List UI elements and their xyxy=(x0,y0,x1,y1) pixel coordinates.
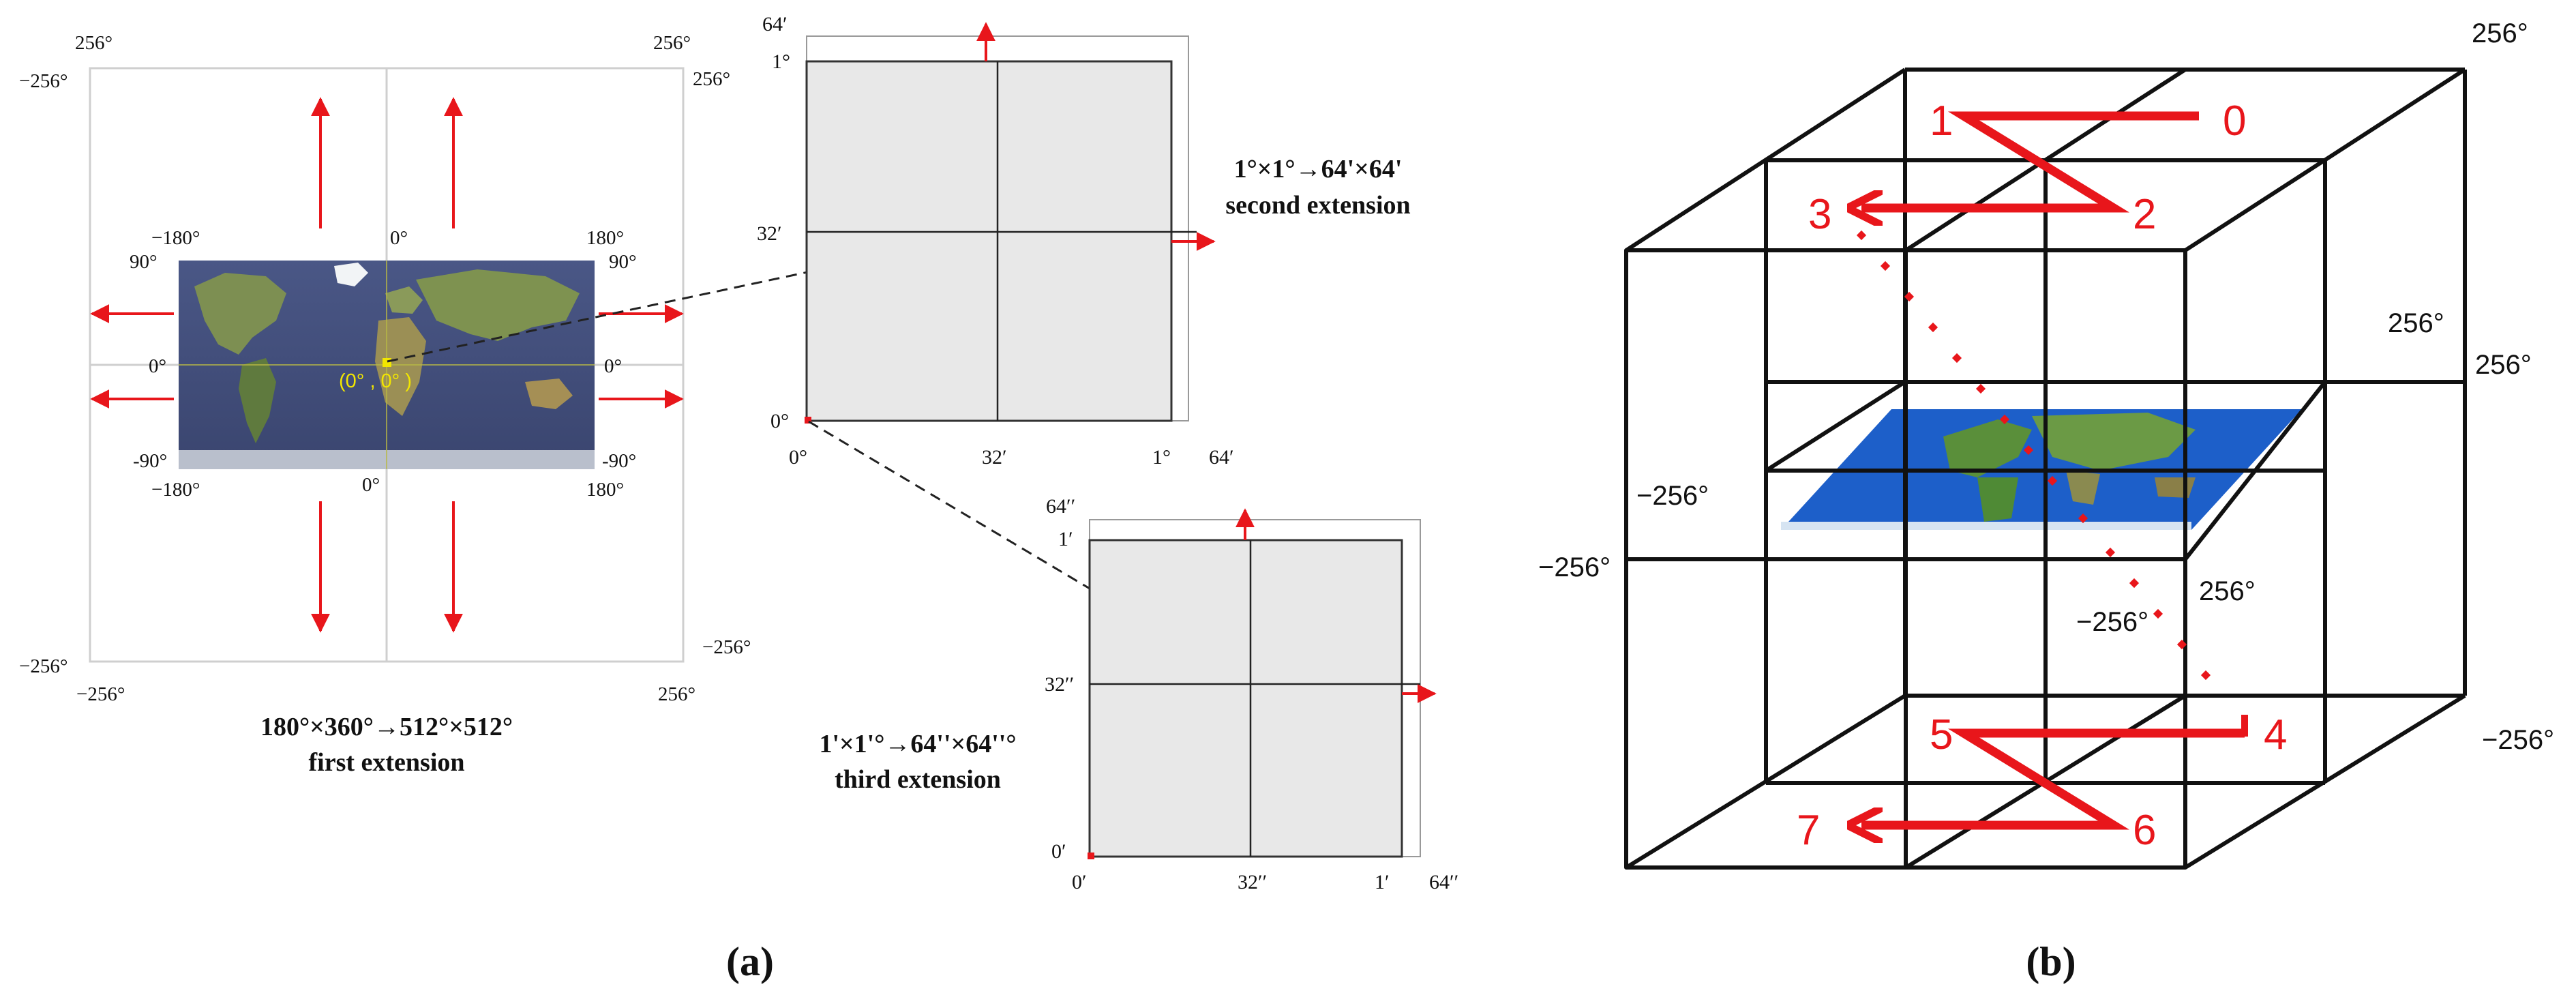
outer-labels: 256° 256° −256° 256° −256° −256° −256° 2… xyxy=(19,32,751,705)
z-path-top xyxy=(1861,111,2199,208)
third-origin-marker xyxy=(1088,853,1094,859)
third-x-32: 32′′ xyxy=(1238,871,1267,893)
map-bottom-mid: 0° xyxy=(362,474,380,496)
third-label-32: 32′′ xyxy=(1045,673,1074,696)
cube-wireframe xyxy=(1624,68,2467,870)
first-extension: (0° , 0° ) 256° 256° −256° 256° −256° −2… xyxy=(19,32,751,777)
third-label-1: 1′ xyxy=(1058,528,1073,550)
third-x-0: 0′ xyxy=(1072,871,1087,893)
second-x-64: 64′ xyxy=(1209,446,1234,469)
caption-a: (a) xyxy=(726,939,774,984)
cube-label-mid-right-b: 256° xyxy=(2475,350,2532,380)
second-origin-marker xyxy=(805,417,811,424)
cube-label-left-upper: −256° xyxy=(1636,481,1709,511)
map-right-90: 90° xyxy=(609,251,637,273)
octant-4: 4 xyxy=(2264,711,2287,758)
cube-labels: 256° 256° 256° −256° −256° 256° −256° −2… xyxy=(1538,18,2554,755)
cube-label-inner-minus-256: −256° xyxy=(2076,607,2148,637)
map-top-right: 180° xyxy=(586,227,624,249)
cube-label-top-right: 256° xyxy=(2472,18,2528,48)
map-right-0: 0° xyxy=(604,355,622,377)
octant-7: 7 xyxy=(1797,807,1820,854)
second-caption-line2: second extension xyxy=(1225,191,1410,220)
map-top-left: −180° xyxy=(151,227,200,249)
second-label-1: 1° xyxy=(772,50,790,73)
label-left-bottom: −256° xyxy=(19,655,68,677)
label-left-top: −256° xyxy=(19,70,68,92)
first-caption-line1: 180°×360°→512°×512° xyxy=(260,713,513,741)
third-x-64: 64′′ xyxy=(1429,871,1458,893)
third-minute-cell xyxy=(1088,539,1403,858)
map-left-m90: -90° xyxy=(133,450,167,472)
second-degree-cell xyxy=(805,60,1173,422)
second-x-32: 32′ xyxy=(982,446,1007,469)
map-left-0: 0° xyxy=(149,355,166,377)
label-right-top: 256° xyxy=(693,68,730,90)
second-label-0: 0° xyxy=(770,410,789,432)
map-top-mid: 0° xyxy=(390,227,408,249)
cube-label-mid-right-a: 256° xyxy=(2388,308,2444,338)
origin-label: (0° , 0° ) xyxy=(339,370,412,392)
label-top-right: 256° xyxy=(653,32,691,54)
map-left-90: 90° xyxy=(130,251,158,273)
octant-0: 0 xyxy=(2223,98,2246,145)
second-labels: 64′ 1° 32′ 0° 0° 32′ 1° 64′ xyxy=(757,13,1234,469)
octant-labels: 0 1 2 3 4 5 6 7 xyxy=(1797,98,2287,854)
octant-6: 6 xyxy=(2133,807,2156,854)
label-right-bottom: −256° xyxy=(702,636,751,658)
map-labels: −180° 0° 180° 90° 90° 0° 0° -90° -90° −1… xyxy=(130,227,637,501)
world-map-image xyxy=(179,261,595,469)
cube-label-inner-256: 256° xyxy=(2199,576,2256,606)
third-label-0: 0′ xyxy=(1051,840,1066,863)
second-extension: 64′ 1° 32′ 0° 0° 32′ 1° 64′ 1°×1°→64'×64… xyxy=(757,13,1411,469)
octant-3: 3 xyxy=(1808,191,1831,238)
first-caption-line2: first extension xyxy=(308,748,464,777)
label-top-left: 256° xyxy=(75,32,113,54)
second-caption-line1: 1°×1°→64'×64' xyxy=(1234,155,1403,183)
cube-label-left-lower: −256° xyxy=(1538,552,1611,582)
second-label-32: 32′ xyxy=(757,222,782,245)
caption-b: (b) xyxy=(2026,939,2076,984)
octant-5: 5 xyxy=(1930,711,1953,758)
label-bottom-left: −256° xyxy=(76,683,125,705)
third-extension: 64′′ 1′ 32′′ 0′ 0′ 32′′ 1′ 64′′ 1'×1'°→6… xyxy=(819,495,1458,893)
z-path-bottom xyxy=(1861,728,2245,825)
third-x-1: 1′ xyxy=(1375,871,1390,893)
octant-1: 1 xyxy=(1930,98,1953,145)
second-label-64: 64′ xyxy=(762,13,788,35)
cube-label-bottom-right: −256° xyxy=(2482,725,2554,755)
octree-cube: 0 1 2 3 4 5 6 7 256° 256° 256° −256° −25… xyxy=(1538,18,2554,870)
extension-arrows xyxy=(90,97,684,633)
octant-2: 2 xyxy=(2133,191,2156,238)
map-bottom-left: −180° xyxy=(151,479,200,501)
third-caption-line1: 1'×1'°→64''×64''° xyxy=(819,730,1016,758)
second-x-0: 0° xyxy=(789,446,807,469)
label-bottom-right: 256° xyxy=(658,683,695,705)
map-bottom-right: 180° xyxy=(586,479,624,501)
z-order-path xyxy=(1861,111,2248,825)
third-label-64: 64′′ xyxy=(1046,495,1075,518)
third-caption-line2: third extension xyxy=(835,765,1001,794)
second-x-1: 1° xyxy=(1152,446,1171,469)
map-right-m90: -90° xyxy=(602,450,636,472)
third-labels: 64′′ 1′ 32′′ 0′ 0′ 32′′ 1′ 64′′ xyxy=(1045,495,1458,893)
